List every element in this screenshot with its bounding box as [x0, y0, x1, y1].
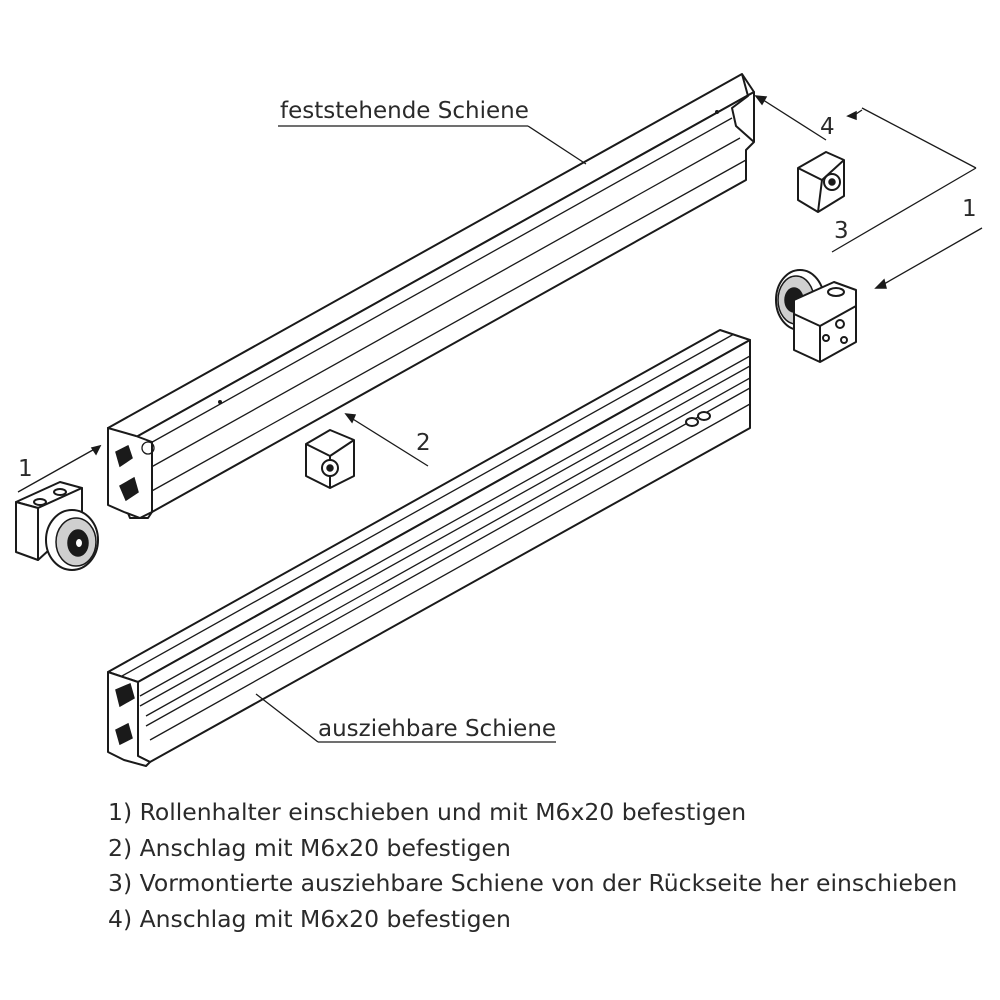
instruction-list: 1) Rollenhalter einschieben und mit M6x2… [108, 795, 957, 937]
callout-4: 4 [820, 114, 835, 140]
extendable-rail [107, 329, 751, 767]
instruction-step-4: 4) Anschlag mit M6x20 befestigen [108, 904, 511, 933]
callout-1-right: 1 [962, 196, 977, 222]
fixed-rail-label: feststehende Schiene [280, 98, 529, 124]
stop-right [797, 151, 845, 213]
leader-lines [17, 95, 983, 743]
instruction-step-2: 2) Anschlag mit M6x20 befestigen [108, 833, 511, 862]
stop-middle [305, 429, 355, 489]
roller-holder-right [775, 269, 857, 363]
instruction-step-3: 3) Vormontierte ausziehbare Schiene von … [108, 869, 958, 897]
callout-1-left: 1 [18, 456, 33, 482]
callout-2: 2 [416, 430, 431, 456]
roller-holder-left [15, 481, 99, 571]
instruction-step-1: 1) Rollenhalter einschieben und mit M6x2… [108, 798, 747, 826]
fixed-rail [107, 73, 755, 519]
callout-3: 3 [834, 218, 849, 244]
extendable-rail-label: ausziehbare Schiene [318, 716, 556, 742]
